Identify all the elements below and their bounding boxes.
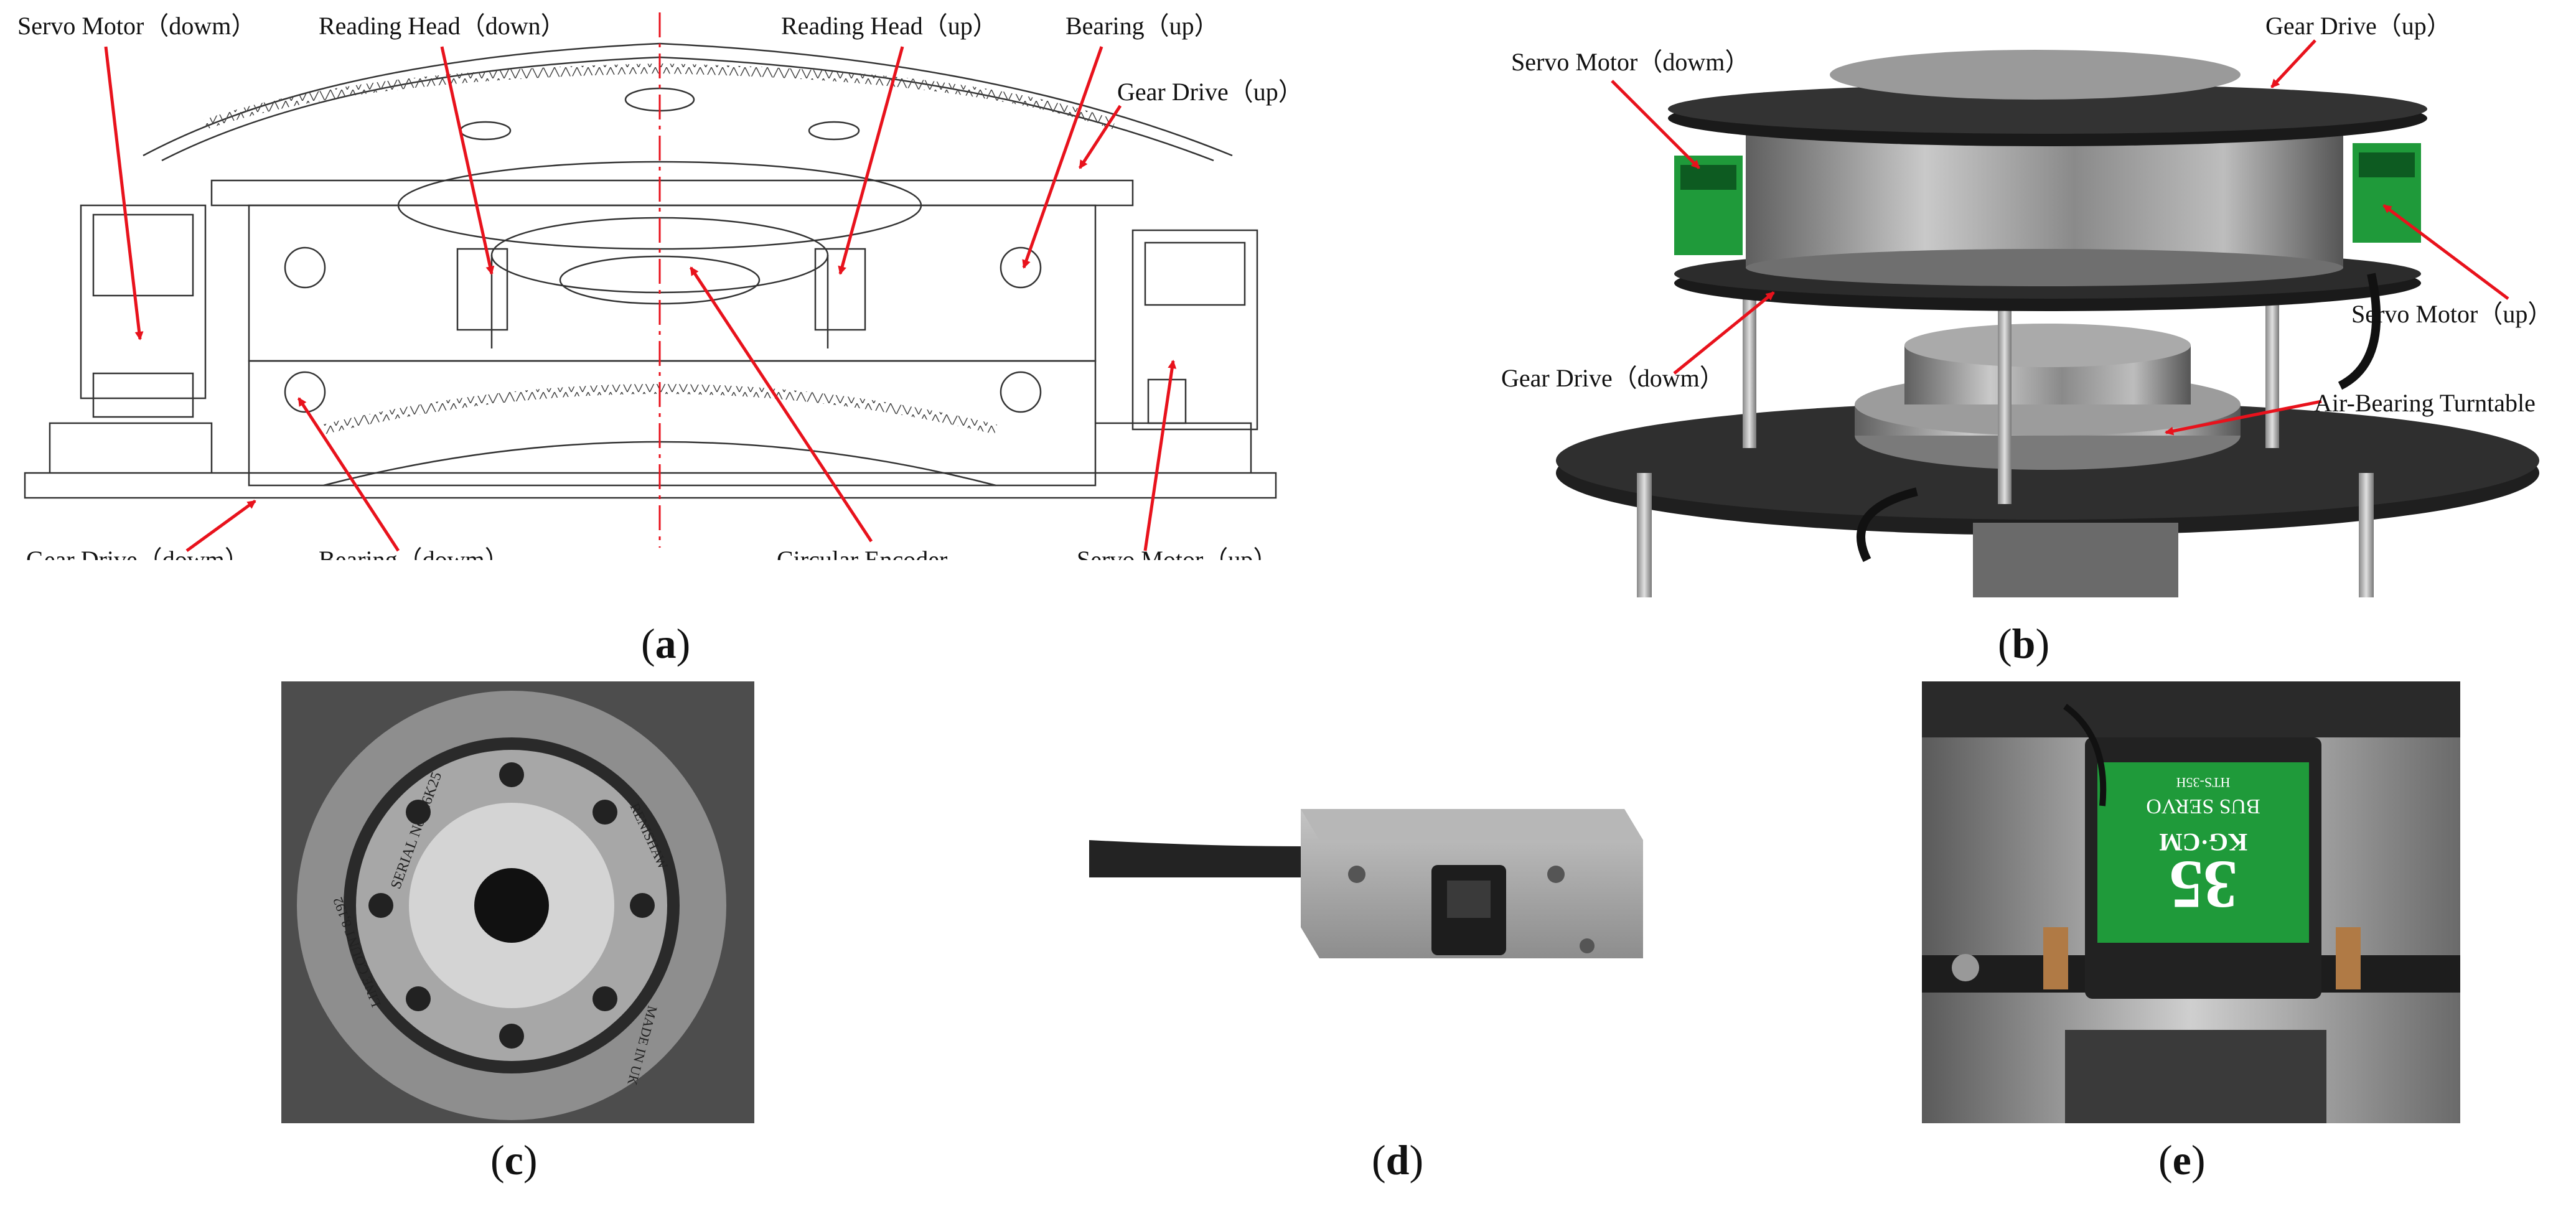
label-b-air-bearing-turntable: Air-Bearing Turntable xyxy=(2314,389,2536,417)
arrow-b-gear-drive-up xyxy=(2270,39,2316,88)
label-b-gear-drive-up: Gear Drive（up） xyxy=(2265,12,2452,40)
label-circular-encoder: Circular Encoder xyxy=(777,546,948,561)
panel-label-e: (e) xyxy=(2158,1136,2206,1184)
label-b-servo-motor-down: Servo Motor（dowm） xyxy=(1511,48,1750,76)
panel-label-d: (d) xyxy=(1372,1136,1424,1184)
arrow-gear-drive-down xyxy=(185,499,256,553)
annotation-arrows xyxy=(104,46,1177,553)
label-reading-head-down: Reading Head（down） xyxy=(319,12,566,40)
arrow-b-air-bearing-turntable xyxy=(2165,400,2322,436)
arrow-b-servo-motor-down xyxy=(1611,80,1700,169)
panel-label-b: (b) xyxy=(1998,620,2050,667)
arrow-bearing-down xyxy=(297,397,400,552)
panel-label-c: (c) xyxy=(490,1136,538,1184)
label-b-gear-drive-down: Gear Drive（dowm） xyxy=(1501,364,1725,392)
assembly-photo xyxy=(1556,39,2539,597)
label-servo-motor-down: Servo Motor（dowm） xyxy=(17,12,256,40)
arrow-servo-motor-up xyxy=(1143,360,1177,551)
arrow-circular-encoder xyxy=(689,266,873,543)
arrow-gear-drive-up xyxy=(1078,105,1122,169)
servo-bus-label: BUS SERVO xyxy=(2146,795,2260,818)
label-bearing-up: Bearing（up） xyxy=(1066,12,1219,40)
arrow-reading-head-down xyxy=(440,46,495,275)
panel-label-a: (a) xyxy=(641,620,691,667)
panel-a-drawing: Servo Motor（dowm） Reading Head（down） Rea… xyxy=(0,0,1301,560)
turntable-section-drawing xyxy=(24,12,1277,553)
mechanical-outline xyxy=(24,42,1277,499)
label-gear-drive-up: Gear Drive（up） xyxy=(1117,78,1301,106)
panel-c-encoder-photo: SERIAL No 9I6K25 RENISHAW LINE COUNT 8,1… xyxy=(281,681,754,1123)
panel-d-reading-head-photo xyxy=(1083,772,1656,977)
panel-b-arrows xyxy=(1611,39,2509,436)
label-b-servo-motor-up: Servo Motor（up） xyxy=(2351,300,2553,328)
servo-torque-value: 35 xyxy=(2169,847,2237,923)
servo-model-label: HTS-35H xyxy=(2176,775,2231,790)
panel-b-photo: Servo Motor（dowm） Gear Drive（up） Servo M… xyxy=(1494,0,2576,597)
label-reading-head-up: Reading Head（up） xyxy=(781,12,998,40)
label-bearing-down: Bearing（dowm） xyxy=(319,546,510,561)
arrow-reading-head-up xyxy=(838,46,904,275)
label-gear-drive-down: Gear Drive（dowm） xyxy=(26,546,250,561)
reading-head-photo xyxy=(1089,809,1643,958)
arrow-servo-motor-down xyxy=(104,46,144,340)
servo-motor-photo: 35 KG·CM BUS SERVO HTS-35H xyxy=(1922,681,2460,1123)
panel-e-servo-photo: 35 KG·CM BUS SERVO HTS-35H xyxy=(1922,681,2460,1123)
encoder-disc-photo: SERIAL No 9I6K25 RENISHAW LINE COUNT 8,1… xyxy=(281,681,754,1123)
label-servo-motor-up: Servo Motor（up） xyxy=(1077,546,1278,561)
arrow-b-servo-motor-up xyxy=(2382,204,2509,300)
servo-torque-unit: KG·CM xyxy=(2159,828,2247,856)
arrow-bearing-up xyxy=(1022,46,1103,269)
arrow-b-gear-drive-down xyxy=(1673,291,1775,375)
